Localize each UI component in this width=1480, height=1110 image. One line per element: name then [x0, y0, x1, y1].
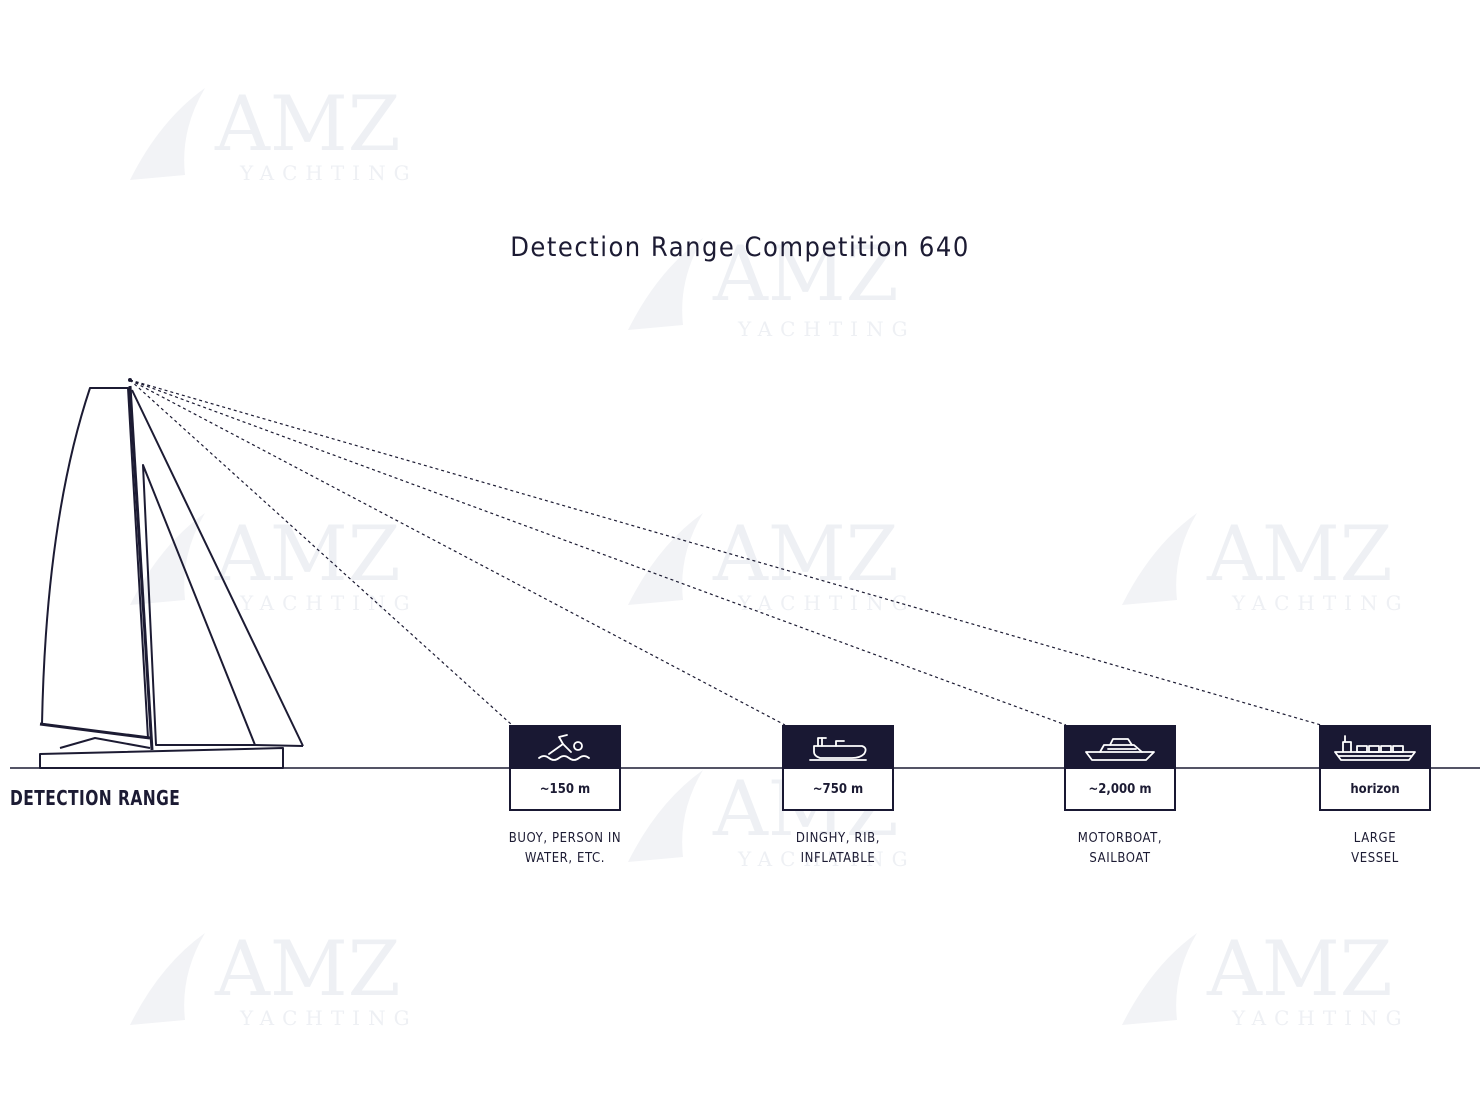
- target-description-line: DINGHY, RIB,: [795, 831, 881, 846]
- watermark-text: AMZ: [712, 509, 899, 598]
- rib-boat-icon: [809, 737, 867, 761]
- watermark-subtext: YACHTING: [1231, 1006, 1410, 1030]
- cargo-ship-icon: [1334, 735, 1416, 761]
- watermark-right-mid: AMZ YACHTING: [1122, 509, 1410, 615]
- target-description: MOTORBOAT, SAILBOAT: [1024, 829, 1216, 869]
- ray-target-1: [129, 379, 513, 726]
- motorboat-icon: [1085, 738, 1155, 761]
- distance-value: ~150 m: [509, 769, 621, 811]
- target-icon-box: [1064, 725, 1176, 769]
- watermark-center-mid: AMZ YACHTING: [628, 509, 916, 615]
- target-card: horizon LARGE VESSEL: [1319, 725, 1431, 866]
- target-description-line: LARGE: [1353, 831, 1397, 846]
- watermark-bottom-right: AMZ YACHTING: [1122, 924, 1410, 1030]
- watermark-text: AMZ: [1206, 509, 1393, 598]
- target-description-line: MOTORBOAT,: [1077, 831, 1163, 846]
- watermark-text: AMZ: [214, 509, 401, 598]
- watermark-text: AMZ: [214, 79, 401, 168]
- swimmer-icon: [538, 734, 590, 761]
- ray-target-3: [129, 379, 1067, 726]
- watermark-center-top: AMZ YACHTING: [628, 229, 916, 341]
- target-card: ~750 m DINGHY, RIB, INFLATABLE: [782, 725, 894, 866]
- target-card: ~150 m BUOY, PERSON IN WATER, ETC.: [509, 725, 621, 866]
- target-description-line: BUOY, PERSON IN: [508, 831, 622, 846]
- watermark-subtext: YACHTING: [1231, 591, 1410, 615]
- target-description-line: INFLATABLE: [800, 851, 876, 866]
- distance-value: ~2,000 m: [1064, 769, 1176, 811]
- watermark-top-left: AMZ YACHTING: [130, 79, 418, 185]
- watermark-subtext: YACHTING: [737, 847, 916, 871]
- diagram-title: Detection Range Competition 640: [510, 232, 970, 263]
- watermark-subtext: YACHTING: [239, 591, 418, 615]
- detection-rays: [129, 379, 1322, 726]
- target-description-line: VESSEL: [1351, 851, 1399, 866]
- watermark-subtext: YACHTING: [737, 317, 916, 341]
- watermark-text: AMZ: [214, 924, 401, 1013]
- target-description: DINGHY, RIB, INFLATABLE: [742, 829, 934, 869]
- target-icon-box: [509, 725, 621, 769]
- watermark-text: AMZ: [1206, 924, 1393, 1013]
- ray-target-4: [129, 379, 1322, 726]
- watermark-subtext: YACHTING: [737, 591, 916, 615]
- detection-range-label: DETECTION RANGE: [10, 786, 181, 810]
- target-description: LARGE VESSEL: [1279, 829, 1471, 869]
- sailboat-icon: [39, 378, 304, 769]
- watermark-subtext: YACHTING: [239, 1006, 418, 1030]
- target-icon-box: [782, 725, 894, 769]
- watermark-bottom-left: AMZ YACHTING: [130, 924, 418, 1030]
- watermark-subtext: YACHTING: [239, 161, 418, 185]
- distance-value: ~750 m: [782, 769, 894, 811]
- target-description-line: SAILBOAT: [1089, 851, 1151, 866]
- watermark-text: AMZ: [712, 229, 899, 318]
- target-card: ~2,000 m MOTORBOAT, SAILBOAT: [1064, 725, 1176, 866]
- watermark-left-mid: AMZ YACHTING: [130, 509, 418, 615]
- target-description-line: WATER, ETC.: [524, 851, 606, 866]
- target-icon-box: [1319, 725, 1431, 769]
- target-description: BUOY, PERSON IN WATER, ETC.: [469, 829, 661, 869]
- distance-value: horizon: [1319, 769, 1431, 811]
